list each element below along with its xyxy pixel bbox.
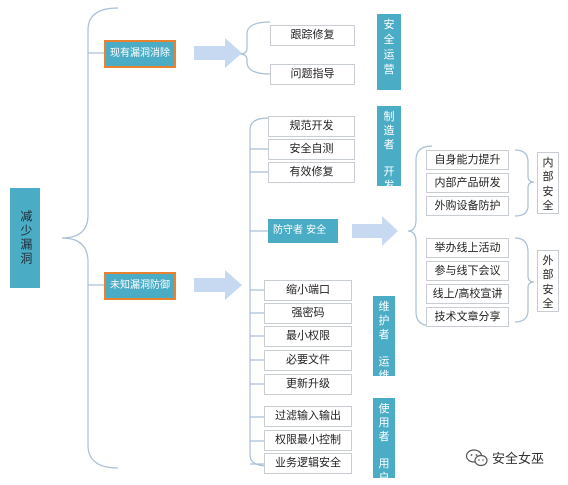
side-char: 者	[378, 327, 390, 341]
internal-item: 自身能力提升	[426, 150, 509, 170]
side-label-maintainer: 维 护 者 运 维	[373, 296, 395, 382]
ops-item: 强密码	[264, 303, 352, 324]
watermark: 安全女巫	[466, 448, 544, 467]
wechat-icon	[466, 448, 488, 466]
side-char: 维	[378, 300, 390, 313]
user-item: 权限最小控制	[264, 430, 352, 451]
side-char: 运	[378, 355, 390, 368]
existing-item: 问题指导	[270, 64, 355, 85]
side-char: 发	[383, 178, 395, 192]
side-char: 用	[378, 415, 390, 429]
side-label-security-ops: 安 全 运 营	[377, 14, 401, 90]
branch-existing: 现有漏洞消除	[104, 40, 176, 68]
branch-unknown: 未知漏洞防御	[104, 272, 176, 300]
side-char: 部	[542, 170, 554, 184]
side-char: 全	[542, 198, 554, 212]
external-security-label: 外 部 安 全	[537, 250, 559, 312]
user-item: 过滤输入输出	[264, 406, 352, 427]
ops-item: 缩小端口	[264, 280, 352, 301]
side-char	[382, 341, 386, 355]
existing-item: 跟踪修复	[270, 25, 355, 46]
defender-node: 防守者 安全	[268, 219, 338, 243]
side-char: 安	[383, 18, 395, 31]
watermark-text: 安全女巫	[492, 452, 545, 467]
ops-item: 最小权限	[264, 326, 352, 347]
side-char: 内	[542, 156, 554, 169]
external-item: 线上/高校宣讲	[426, 284, 509, 304]
side-char: 外	[542, 254, 554, 267]
side-char: 营	[383, 62, 395, 76]
side-char: 全	[383, 32, 395, 46]
internal-item: 内部产品研发	[426, 173, 509, 193]
existing-brace	[239, 21, 271, 75]
side-char	[387, 151, 391, 165]
side-char: 安	[542, 282, 554, 296]
side-char: 全	[542, 296, 554, 310]
dev-item: 规范开发	[268, 116, 355, 137]
side-char	[382, 443, 386, 457]
dev-item: 安全自测	[268, 139, 355, 160]
side-label-user: 使 用 者 用 户	[373, 398, 395, 484]
external-item: 参与线下会议	[426, 261, 509, 281]
dev-item: 有效修复	[268, 162, 355, 183]
ops-item: 必要文件	[264, 350, 352, 371]
user-item: 业务逻辑安全	[264, 453, 352, 474]
arrow-unknown	[194, 270, 242, 300]
side-char: 安	[542, 184, 554, 198]
side-char: 造	[383, 123, 395, 137]
internal-brace	[514, 149, 535, 217]
side-char: 户	[378, 470, 390, 484]
defense-brace	[407, 145, 433, 327]
internal-security-label: 内 部 安 全	[537, 152, 559, 214]
side-char: 护	[378, 313, 390, 327]
side-char: 者	[383, 137, 395, 151]
side-char: 运	[383, 47, 395, 61]
side-label-developer: 制 造 者 开 发	[377, 106, 401, 192]
unknown-brace	[249, 117, 269, 467]
side-char: 用	[378, 457, 390, 470]
external-item: 技术文章分享	[426, 307, 509, 327]
external-item: 举办线上活动	[426, 238, 509, 258]
root-brace	[61, 7, 119, 469]
internal-item: 外购设备防护	[426, 196, 509, 216]
side-char: 开	[383, 165, 395, 178]
root-node: 减少漏洞	[10, 188, 40, 288]
side-char: 使	[378, 402, 390, 415]
side-char: 部	[542, 268, 554, 282]
ops-item: 更新升级	[264, 374, 352, 395]
side-char: 制	[383, 110, 395, 123]
side-char: 维	[378, 368, 390, 382]
side-char: 者	[378, 429, 390, 443]
arrow-defender	[352, 216, 398, 246]
external-brace	[514, 237, 535, 323]
arrow-existing	[194, 38, 242, 68]
